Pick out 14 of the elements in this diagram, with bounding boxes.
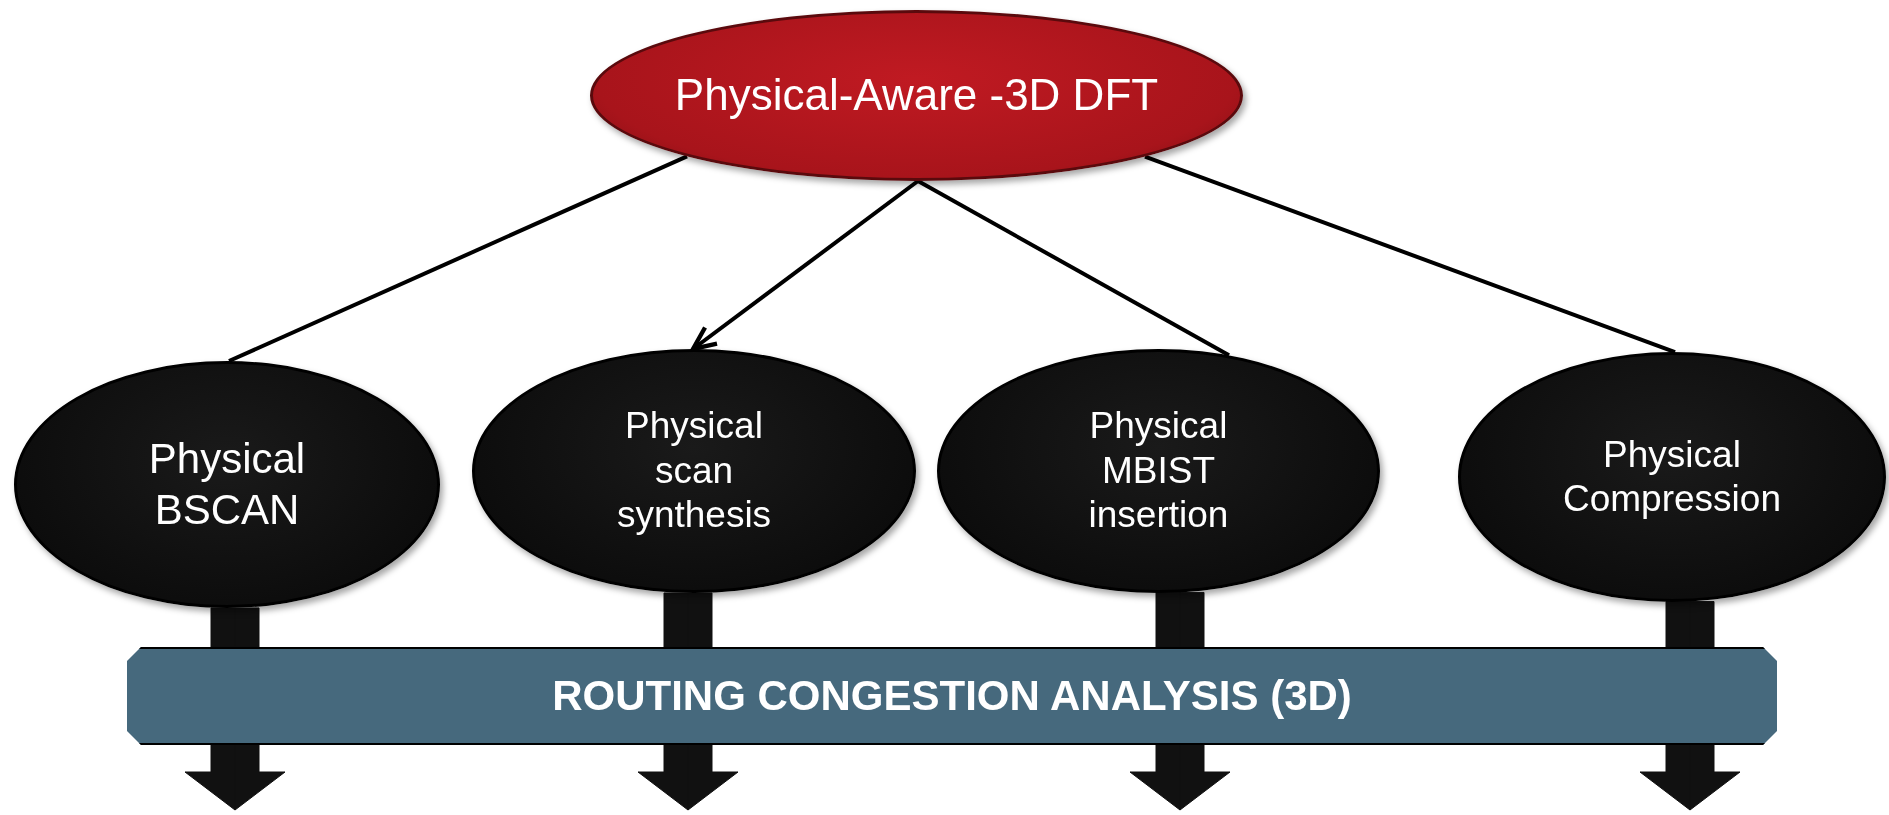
node-label: Physical-Aware -3D DFT (674, 69, 1159, 122)
connector-line (1144, 154, 1676, 354)
connector-line (917, 179, 1230, 358)
connector-line (228, 154, 688, 363)
block-arrow (1155, 591, 1205, 648)
node-label: Physical MBIST insertion (1087, 404, 1230, 538)
block-arrow (663, 592, 713, 648)
node-label: ROUTING CONGESTION ANALYSIS (3D) (552, 670, 1352, 721)
node-label: Physical Compression (1562, 432, 1782, 521)
node-label: Physical BSCAN (147, 434, 307, 535)
block-arrow (210, 607, 260, 648)
block-arrow (1665, 601, 1715, 648)
node-label: Physical scan synthesis (615, 404, 773, 538)
banner-bar (127, 647, 1777, 745)
